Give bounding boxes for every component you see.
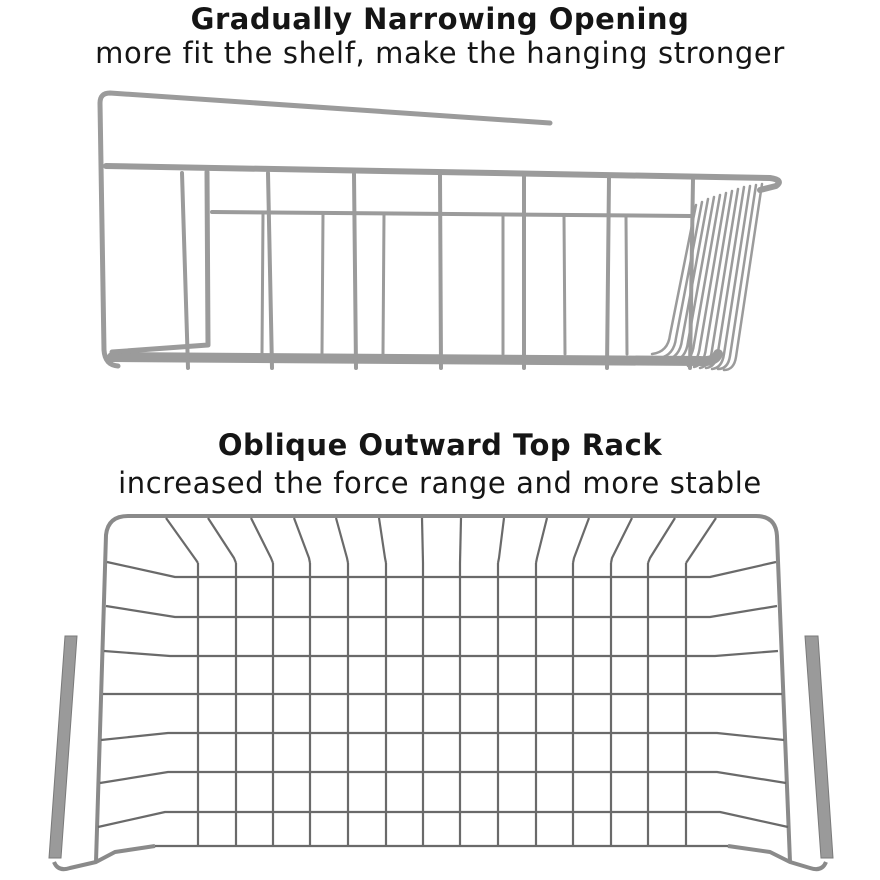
- top-section-subtitle: more fit the shelf, make the hanging str…: [95, 36, 785, 70]
- bottom-section-title: Oblique Outward Top Rack: [217, 428, 663, 462]
- top-view-basket-illustration: [48, 514, 834, 872]
- right-hanger-bar: [804, 635, 834, 859]
- grid-rows: [97, 560, 789, 848]
- bottom-section-subtitle: increased the force range and more stabl…: [118, 466, 762, 500]
- grid-columns: [165, 517, 717, 846]
- left-hanger-bar: [48, 635, 78, 859]
- side-view-basket-illustration: [97, 90, 782, 372]
- top-section-title: Gradually Narrowing Opening: [190, 2, 690, 36]
